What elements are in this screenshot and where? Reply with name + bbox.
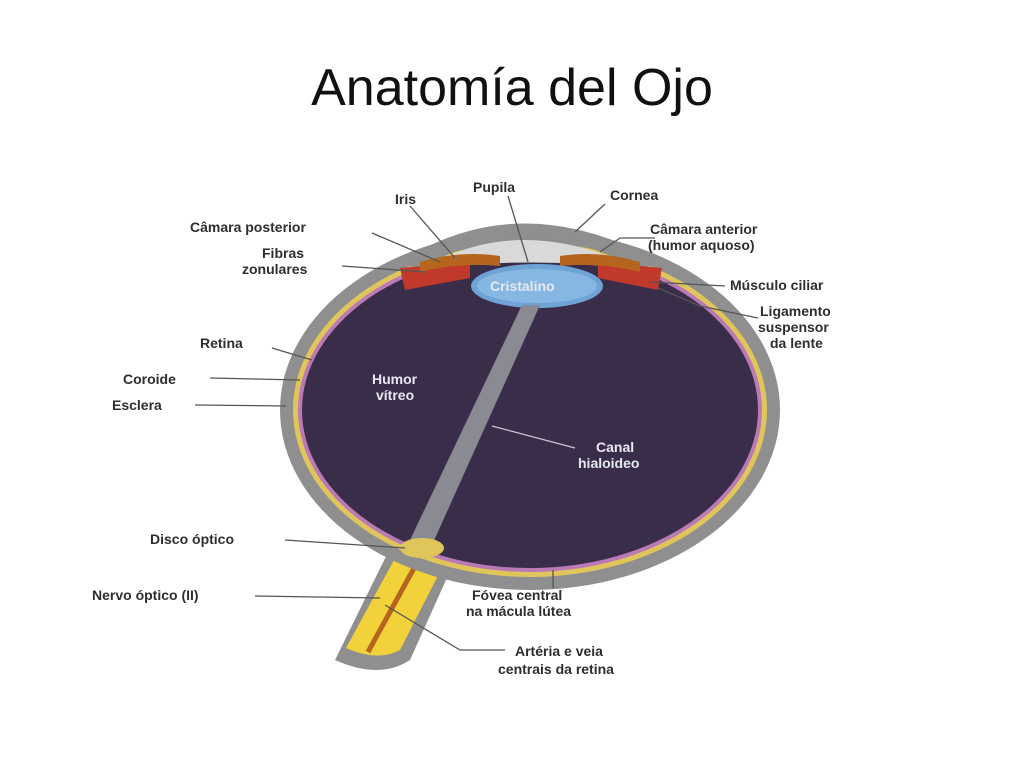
label-retina: Retina (200, 335, 243, 351)
label-humor-vitreo-2: vítreo (376, 387, 414, 403)
label-camara-posterior: Câmara posterior (190, 219, 306, 235)
label-pupila: Pupila (473, 179, 515, 195)
label-fovea-1: Fóvea central (472, 587, 562, 603)
cornea (400, 223, 660, 270)
ciliary-muscle-right (598, 262, 662, 290)
label-musculo-ciliar: Músculo ciliar (730, 277, 824, 293)
label-cornea: Cornea (610, 187, 658, 203)
lens-inner (477, 269, 597, 303)
label-arteria-2: centrais da retina (498, 661, 614, 677)
label-nervo-optico: Nervo óptico (II) (92, 587, 199, 603)
label-iris: Iris (395, 191, 416, 207)
hyaloid-canal (410, 305, 540, 545)
label-cristalino: Cristalino (490, 278, 555, 294)
label-fovea-2: na mácula lútea (466, 603, 571, 619)
label-canal-2: hialoideo (578, 455, 639, 471)
iris (420, 254, 500, 272)
label-camara-anterior-2: (humor aquoso) (648, 237, 755, 253)
label-canal-1: Canal (596, 439, 634, 455)
label-fibras-1: Fibras (262, 245, 304, 261)
label-disco-optico: Disco óptico (150, 531, 234, 547)
label-ligamento-3: da lente (770, 335, 823, 351)
slide-title: Anatomía del Ojo (311, 59, 713, 117)
ciliary-muscle-left (400, 262, 470, 290)
label-fibras-2: zonulares (242, 261, 308, 277)
label-humor-vitreo-1: Humor (372, 371, 418, 387)
label-esclera: Esclera (112, 397, 162, 413)
label-camara-anterior-1: Câmara anterior (650, 221, 758, 237)
label-coroide: Coroide (123, 371, 176, 387)
label-arteria-1: Artéria e veia (515, 643, 603, 659)
optic-disc (400, 538, 444, 558)
label-ligamento-2: suspensor (758, 319, 829, 335)
vitreous-body (302, 252, 758, 568)
iris (560, 254, 640, 272)
label-ligamento-1: Ligamento (760, 303, 831, 319)
